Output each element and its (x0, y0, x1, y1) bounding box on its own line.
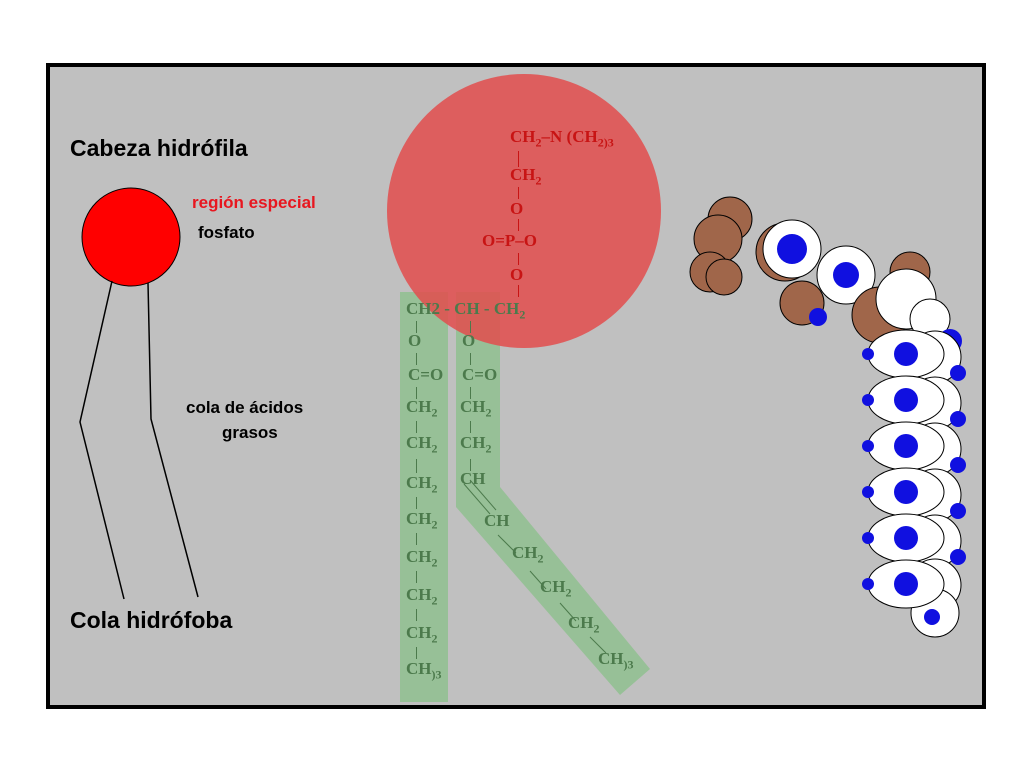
lc-ch2-6: CH2 (406, 585, 438, 608)
lc-b5 (416, 459, 417, 473)
schematic-tail-left (79, 280, 125, 600)
lc-ch3: CH)3 (406, 659, 442, 682)
head-o-lower: O (510, 265, 524, 284)
cola-acidos-label-1: cola de ácidos (186, 398, 304, 417)
lc-b10 (416, 647, 417, 659)
lc-c-eq-o: C=O (408, 365, 444, 384)
lc-ch2-4: CH2 (406, 509, 438, 532)
glycerol-backbone: CH2 - CH - CH2 (406, 299, 526, 322)
rc-ch-1: CH (460, 469, 486, 488)
tail-band-right (456, 292, 650, 695)
lc-ch2-2: CH2 (406, 433, 438, 456)
rc-b4 (470, 421, 471, 433)
bond-head-5 (518, 285, 519, 297)
lc-b4 (416, 421, 417, 433)
tail-band-left (400, 292, 448, 702)
bond-head-2 (518, 187, 519, 199)
bond-diag-4 (589, 636, 607, 654)
lc-b8 (416, 571, 417, 583)
lc-ch2-5: CH2 (406, 547, 438, 570)
lc-b1 (416, 321, 417, 333)
bond-diag-1 (497, 534, 517, 554)
bond-diag-3 (559, 602, 577, 622)
fosfato-label: fosfato (198, 223, 255, 242)
space-filling-model (689, 196, 962, 353)
lc-b2 (416, 353, 417, 365)
cabeza-hidrofila-label: Cabeza hidrófila (70, 135, 248, 161)
rc-b5 (470, 459, 471, 471)
bond-head-1 (518, 151, 519, 167)
double-bond-2 (469, 479, 497, 511)
head-o-upper: O (510, 199, 524, 218)
rc-ch3: CH)3 (598, 649, 634, 672)
rc-ch2-5: CH2 (568, 613, 600, 636)
lc-b6 (416, 497, 417, 509)
cola-hidrofoba-label: Cola hidrófoba (70, 607, 233, 633)
rc-o: O (462, 331, 476, 350)
head-overlay-circle (387, 74, 661, 348)
rc-b3 (470, 387, 471, 399)
tail-atom-stack (862, 329, 966, 638)
phosphate-line: O=P–O (482, 231, 538, 250)
cola-acidos-label-2: grasos (222, 423, 278, 442)
rc-ch-2: CH (484, 511, 510, 530)
lc-ch2-3: CH2 (406, 473, 438, 496)
rc-ch2-3: CH2 (512, 543, 544, 566)
bond-head-4 (518, 253, 519, 265)
rc-b2 (470, 353, 471, 365)
choline-formula: CH2–N (CH2)3 (510, 127, 614, 150)
region-especial-label: región especial (192, 193, 316, 212)
lc-ch2-7: CH2 (406, 623, 438, 646)
double-bond-1 (463, 483, 491, 515)
bond-head-3 (518, 219, 519, 231)
lc-ch2-1: CH2 (406, 397, 438, 420)
rc-ch2-2: CH2 (460, 433, 492, 456)
diagram-frame: Cabeza hidrófila región especial fosfato… (46, 63, 986, 709)
schematic-head-circle (81, 187, 181, 287)
bond-diag-2 (529, 570, 547, 590)
lc-b9 (416, 609, 417, 621)
rc-c-eq-o: C=O (462, 365, 498, 384)
head-ch2: CH2 (510, 165, 542, 188)
rc-ch2-4: CH2 (540, 577, 572, 600)
schematic-tail-right (147, 282, 199, 598)
diagram-graphics (79, 74, 966, 702)
lc-b3 (416, 387, 417, 399)
rc-b1 (470, 321, 471, 333)
lc-b7 (416, 533, 417, 545)
lc-o: O (408, 331, 422, 350)
rc-ch2-1: CH2 (460, 397, 492, 420)
